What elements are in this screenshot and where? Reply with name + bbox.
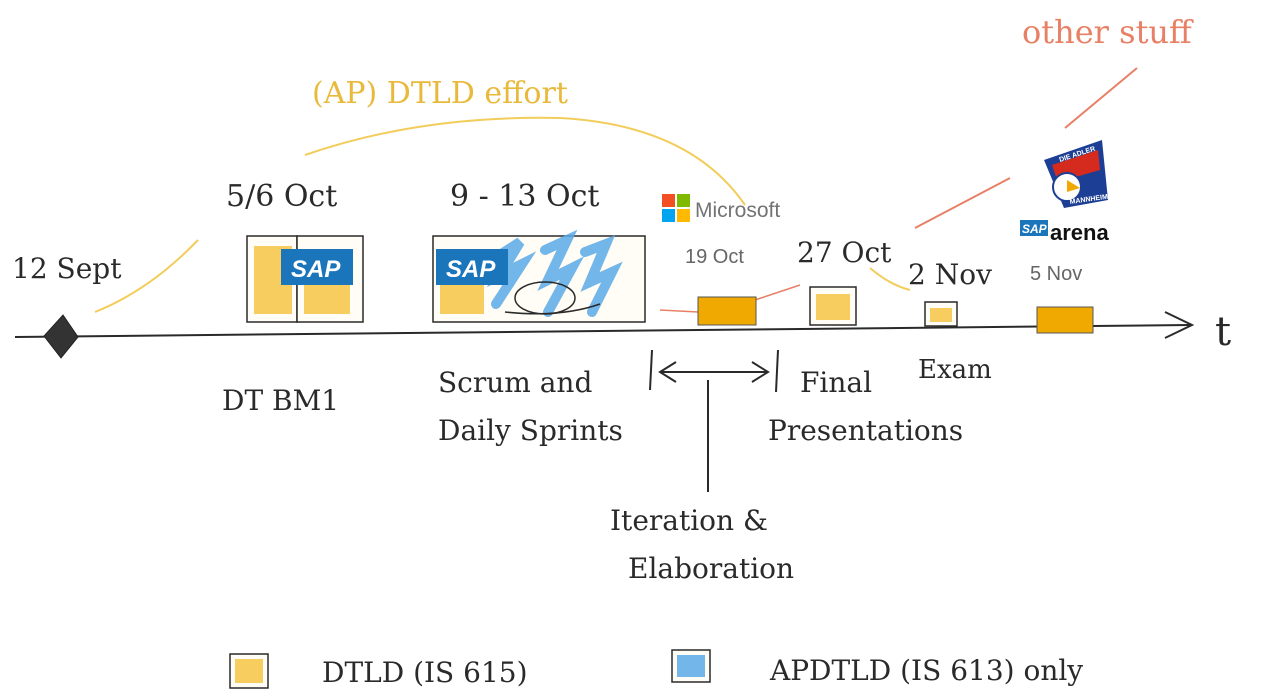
effort-label: (AP) DTLD effort [312, 76, 568, 111]
microsoft-logo-text: Microsoft [695, 199, 780, 222]
final-date: 27 Oct [797, 236, 892, 269]
legend-apdtld-swatch-fill [677, 655, 705, 677]
sap-logo-text: SAP [291, 256, 341, 283]
exam-block-hatch [930, 308, 952, 322]
legend-dtld-swatch-fill [235, 659, 263, 683]
blue-hatch-2 [537, 229, 585, 317]
sap-logo-2 [436, 249, 508, 285]
sap-logo-2-text: SAP [446, 256, 496, 283]
arena-sap-text: SAP [1022, 222, 1048, 236]
legend-dtld-label: DTLD (IS 615) [322, 656, 528, 689]
effort-arc-right [869, 267, 911, 291]
microsoft-logo: Microsoft [662, 194, 780, 222]
arena-event-box [1036, 306, 1094, 334]
time-axis [14, 324, 1191, 338]
arena-sap-logo [1020, 220, 1048, 236]
final-phase-line2: Presentations [768, 414, 963, 447]
final-block-hatch [816, 294, 850, 320]
dt-bm-phase: DT BM1 [222, 384, 339, 417]
microsoft-event-box [697, 296, 757, 326]
blue-hatch-3 [580, 235, 623, 317]
sprint-arrow [504, 303, 601, 315]
other-stuff-line [914, 177, 1011, 229]
exam-date: 2 Nov [908, 258, 992, 291]
effort-arc-left [94, 239, 199, 313]
dt-bm-block: SAP [246, 235, 364, 323]
other-stuff-link-2 [659, 309, 699, 313]
legend-apdtld-label: APDTLD (IS 613) only [769, 654, 1083, 687]
iteration-label-line2: Elaboration [628, 552, 794, 585]
final-phase-line1: Final [800, 366, 872, 399]
scrum-phase-line1: Scrum and [438, 366, 592, 399]
arena-text: arena [1050, 220, 1109, 245]
arena-date: 5 Nov [1030, 263, 1082, 285]
iteration-label-line1: Iteration & [610, 504, 768, 537]
other-stuff-line-2 [1064, 67, 1138, 129]
axis-arrowhead [1164, 311, 1195, 339]
start-diamond [43, 314, 79, 359]
legend: DTLD (IS 615) APDTLD (IS 613) only [229, 649, 1083, 689]
time-axis-label: t [1215, 309, 1231, 355]
iteration-tick-left [649, 349, 653, 391]
start-date: 12 Sept [12, 252, 122, 285]
dt-bm-date: 5/6 Oct [226, 179, 337, 214]
scrum-date: 9 - 13 Oct [450, 179, 599, 214]
iteration-arrowhead-left [658, 361, 677, 383]
scrum-block: SAP [432, 229, 646, 323]
iteration-arrowhead-right [751, 361, 770, 383]
effort-arc [304, 116, 746, 206]
iteration-tick-right [775, 349, 779, 393]
other-stuff-link [754, 284, 801, 301]
adler-mannheim-logo: DIE ADLER MANNHEIM [1044, 140, 1109, 208]
scrum-phase-line2: Daily Sprints [438, 414, 623, 447]
other-stuff-label: other stuff [1022, 13, 1194, 51]
exam-phase: Exam [918, 355, 992, 385]
microsoft-date: 19 Oct [685, 246, 744, 268]
sap-logo [281, 249, 353, 285]
